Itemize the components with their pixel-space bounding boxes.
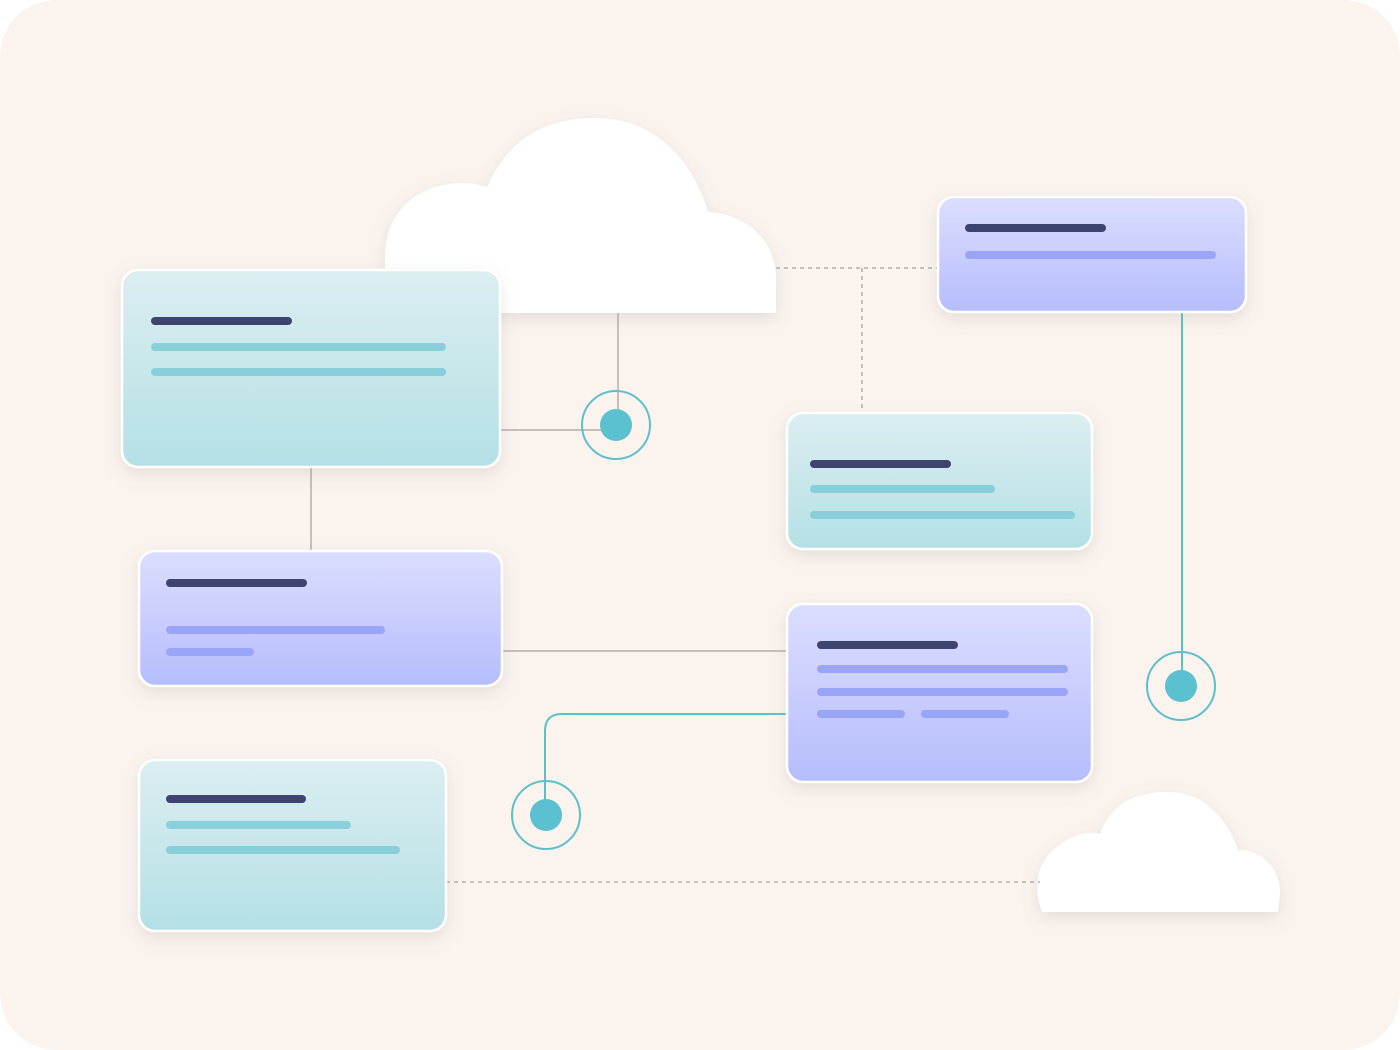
card-teal-center-right — [785, 411, 1094, 551]
node-right — [1146, 651, 1216, 721]
connector-elbow-teal — [544, 713, 787, 815]
card-body — [785, 411, 1094, 551]
node-dot — [530, 799, 562, 831]
connectors — [310, 267, 1183, 883]
node-upper — [581, 390, 651, 460]
node-ring — [511, 780, 581, 850]
card-body — [137, 758, 448, 933]
card-violet-center-right — [785, 602, 1094, 784]
cloud-small — [1037, 792, 1280, 912]
node-ring — [1146, 651, 1216, 721]
node-dot — [1165, 670, 1197, 702]
card-body — [137, 549, 504, 688]
card-teal-top-left — [120, 268, 502, 469]
card-violet-middle-left — [137, 549, 504, 688]
node-ring — [581, 390, 651, 460]
node-lower — [511, 780, 581, 850]
card-violet-top-right — [936, 195, 1248, 314]
cloud-large — [385, 118, 776, 313]
node-dot — [600, 409, 632, 441]
card-teal-bottom-left — [137, 758, 448, 933]
